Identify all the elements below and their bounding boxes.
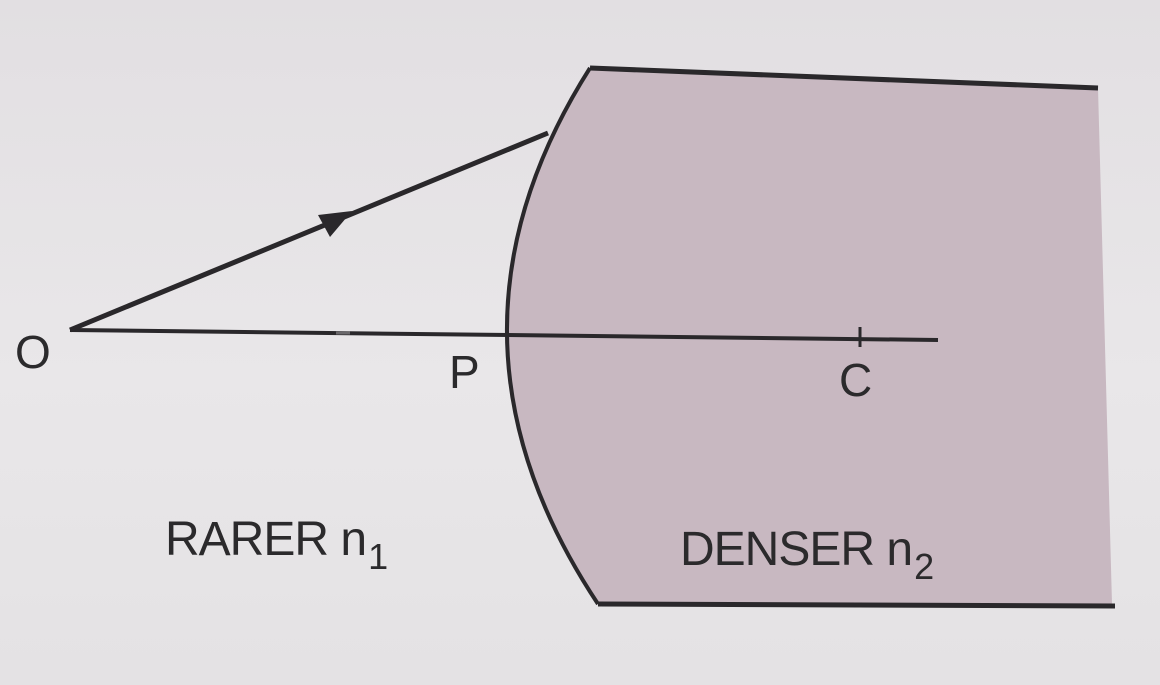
incident-ray xyxy=(69,130,549,333)
centre-of-curvature-label: C xyxy=(839,354,873,406)
pole-label: P xyxy=(449,346,480,398)
rarer-medium-name: RARER n xyxy=(165,513,367,566)
rarer-index-subscript: 1 xyxy=(368,536,388,577)
denser-bottom-edge xyxy=(597,601,1116,609)
ray-arrowhead xyxy=(318,211,352,237)
object-point-label: O xyxy=(15,326,51,378)
rarer-medium-label: RARER n1 xyxy=(165,513,388,575)
denser-top-edge xyxy=(589,65,1099,91)
denser-medium-label: DENSER n2 xyxy=(680,523,934,585)
denser-index-subscript: 2 xyxy=(914,546,934,587)
denser-medium-region xyxy=(506,68,1112,604)
denser-medium-name: DENSER n xyxy=(680,523,913,576)
principal-axis xyxy=(69,328,939,342)
